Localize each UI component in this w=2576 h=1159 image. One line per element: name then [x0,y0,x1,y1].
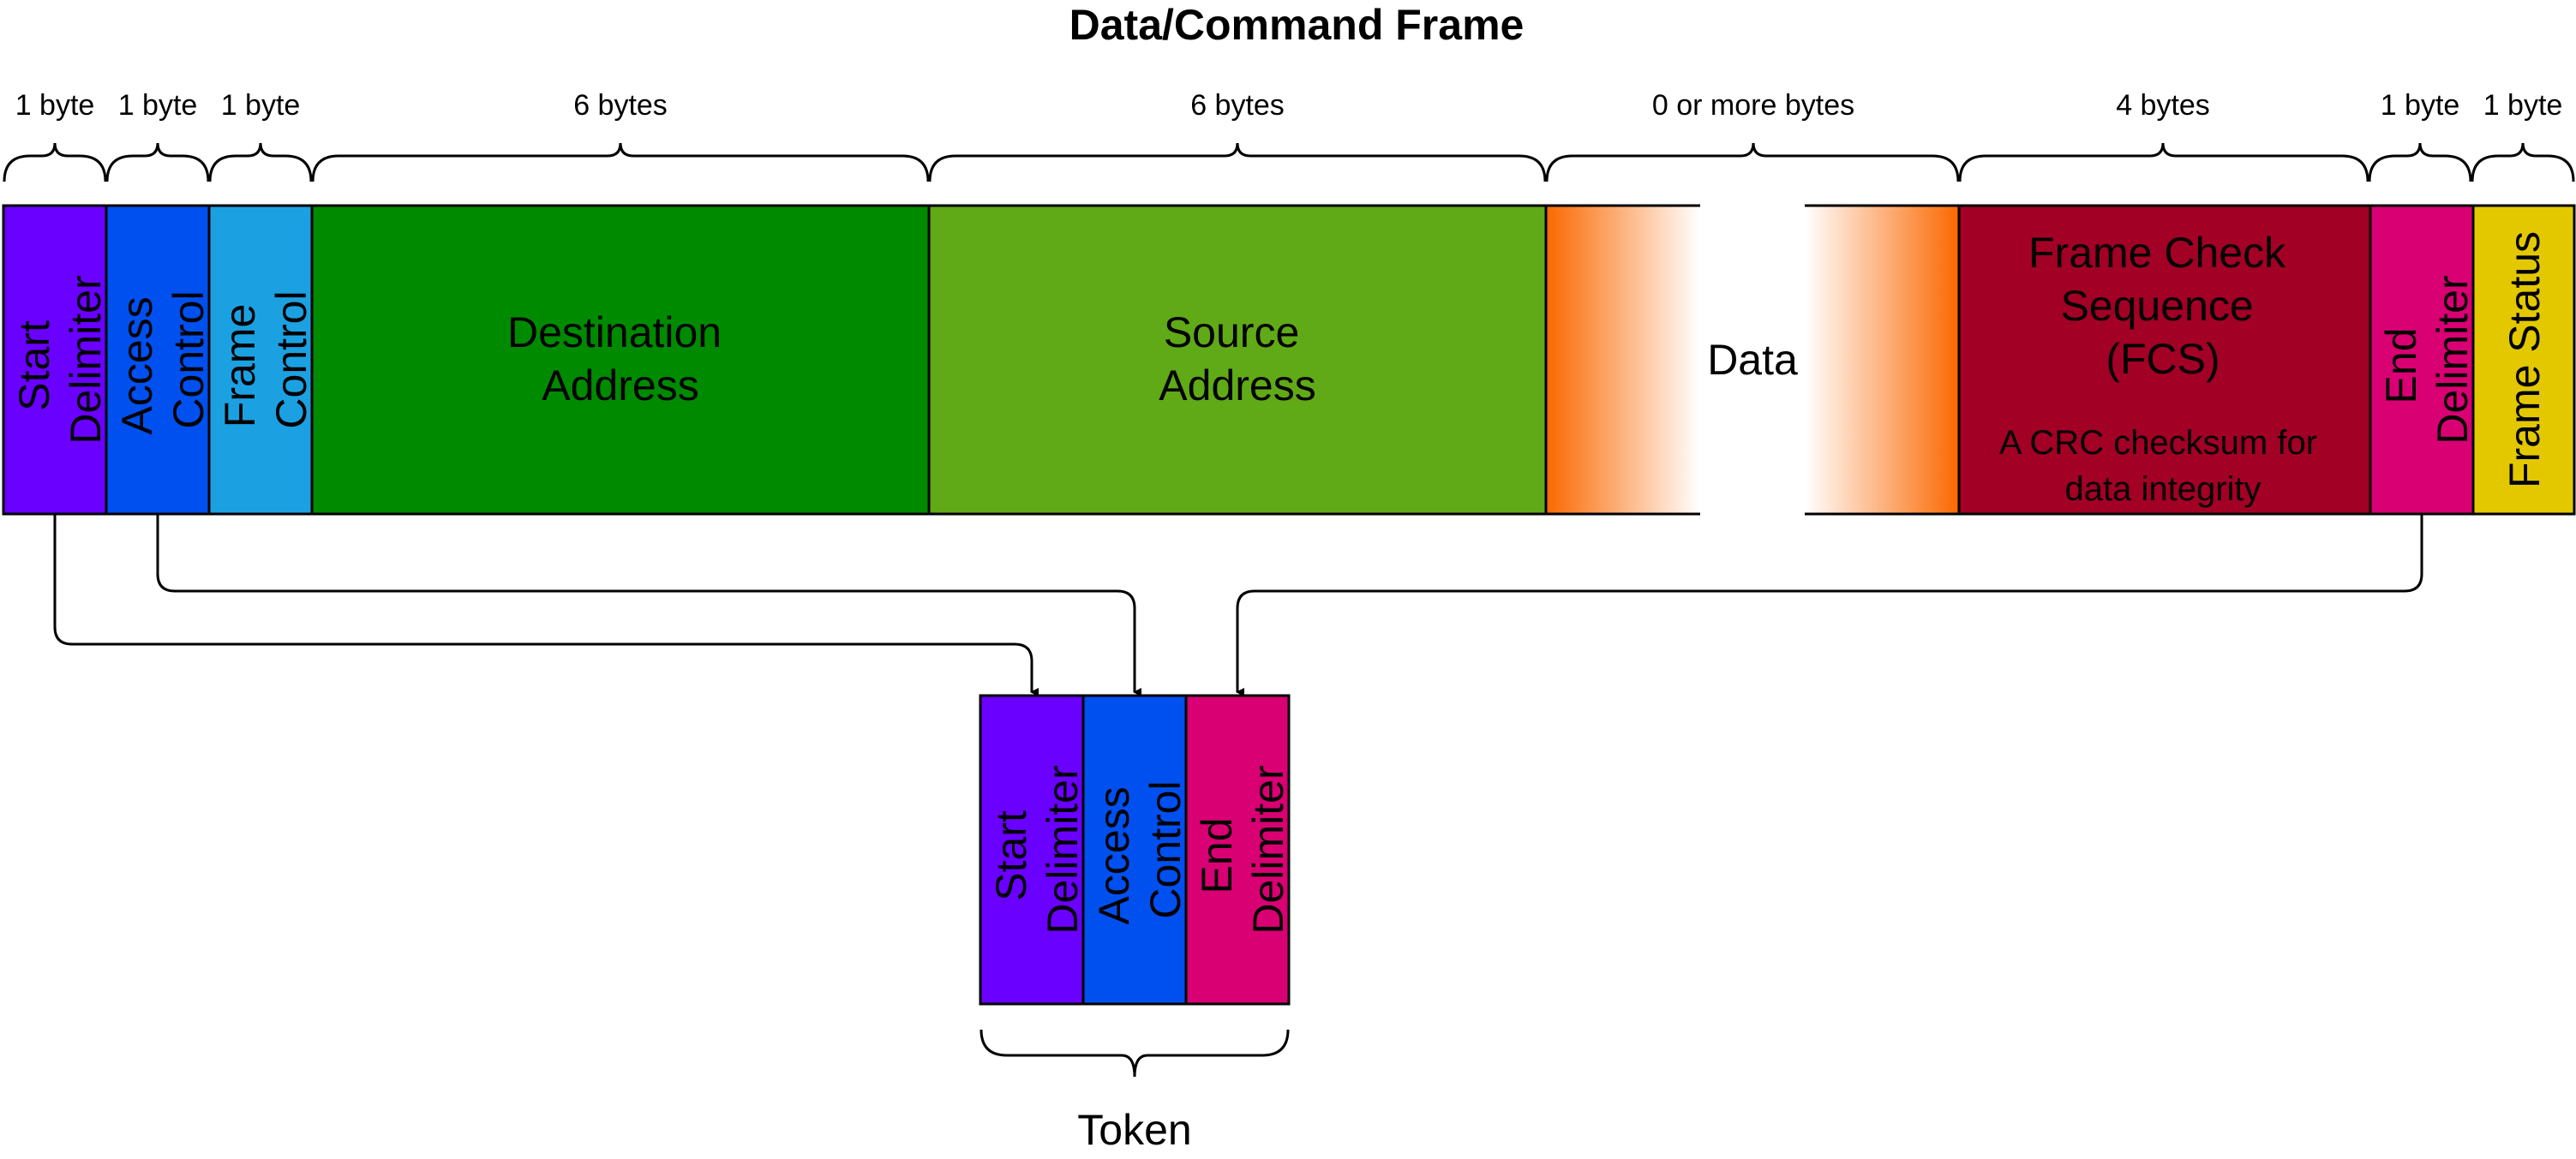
brace-source-address [928,142,1547,182]
field-frame-control-label: Frame Control [216,290,315,428]
size-label-frame-status: 1 byte [2483,89,2563,122]
brace-end-delimiter [2368,142,2472,182]
token-end-delimiter-label: End Delimiter [1193,765,1292,934]
token-start-delimiter-label: Start Delimiter [987,765,1087,934]
size-label-source-address: 6 bytes [1190,89,1285,122]
size-label-start-delimiter: 1 byte [15,89,95,122]
size-label-data: 0 or more bytes [1652,89,1854,122]
diagram-title: Data/Command Frame [1069,1,1525,49]
brace-frame-status [2471,142,2575,182]
size-label-fcs: 4 bytes [2116,89,2210,122]
field-start-delimiter-label: Start Delimiter [10,275,110,444]
brace-frame-control [208,142,313,182]
field-fcs-description: A CRC checksum for data integrity [1999,424,2327,508]
field-frame-control [207,204,314,516]
field-data [1544,204,1959,516]
connectors [53,514,2423,696]
token-start-delimiter [979,694,1085,1006]
token-label: Token [1077,1106,1191,1154]
size-label-frame-control: 1 byte [221,89,301,122]
field-destination-address [310,204,931,516]
size-label-access-control: 1 byte [118,89,198,122]
brace-fcs [1958,142,2369,182]
size-label-destination-address: 6 bytes [573,89,668,122]
brace-data [1545,142,1960,182]
token-access-control-label: Access Control [1090,774,1189,924]
brace-access-control [105,142,210,182]
field-fcs-label: Frame Check Sequence (FCS) [2028,229,2297,383]
token-access-control [1081,694,1188,1006]
field-source-address-label: Source Address [1159,308,1315,409]
field-data-label: Data [1707,336,1798,384]
field-frame-status-label: Frame Status [2501,231,2549,488]
field-frame-status [2471,204,2576,516]
token-end-delimiter [1184,694,1291,1006]
field-destination-address-label: Destination Address [507,308,734,409]
token-brace [979,1029,1290,1078]
field-fcs [1957,204,2372,516]
field-access-control-label: Access Control [113,284,213,434]
connector-end-delimiter [1236,514,2423,696]
size-label-end-delimiter: 1 byte [2381,89,2460,122]
field-end-delimiter-label: End Delimiter [2377,275,2477,444]
connector-start-delimiter [53,514,1039,696]
brace-start-delimiter [3,142,107,182]
size-braces [3,142,2575,182]
field-source-address [927,204,1548,516]
brace-destination-address [311,142,930,182]
field-start-delimiter [2,204,108,516]
connector-access-control [156,514,1141,696]
